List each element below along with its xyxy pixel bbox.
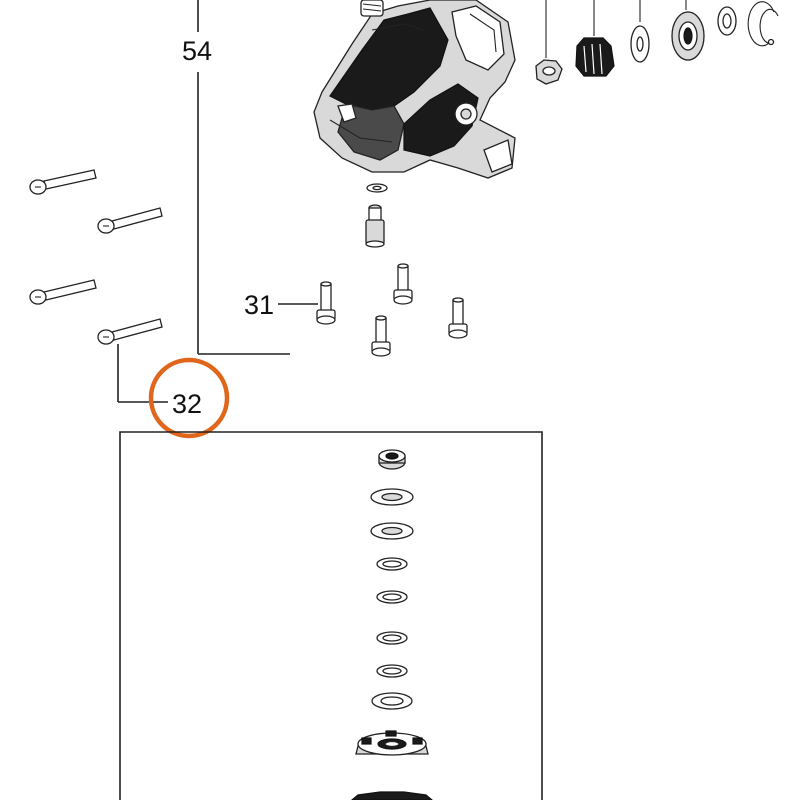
spacer-ring — [717, 6, 737, 36]
screws-31 — [316, 263, 468, 357]
clamping-flange — [355, 730, 429, 756]
gear-housing — [313, 0, 516, 179]
parts-kit-box — [119, 431, 543, 800]
kit-nut — [378, 449, 406, 470]
bolt-32-c — [29, 279, 97, 305]
highlight-ring — [148, 357, 230, 439]
retaining-clip — [747, 1, 779, 47]
ball-bearing — [671, 0, 705, 61]
screw-31-c — [448, 297, 468, 339]
bolt-32-b — [97, 207, 163, 234]
locking-pin — [365, 204, 385, 248]
kit-washer-1 — [370, 488, 414, 506]
screw-31-b — [393, 263, 413, 305]
bevel-gear-edge — [351, 791, 433, 800]
kit-washer-2 — [370, 522, 414, 540]
bolt-32-a — [29, 169, 97, 195]
bolts-32 — [29, 169, 163, 345]
kit-washer-3 — [376, 557, 408, 571]
small-washer — [366, 183, 388, 193]
screw-31-a — [316, 281, 336, 325]
callout-54[interactable]: 54 — [182, 36, 212, 66]
kit-parts-stack — [351, 449, 433, 800]
bolt-32-d — [97, 318, 163, 345]
washer-top — [630, 0, 650, 63]
kit-washer-4 — [376, 590, 408, 604]
callout-31[interactable]: 31 — [244, 290, 274, 320]
hex-nut — [535, 0, 563, 85]
leader-line-32 — [117, 344, 168, 403]
spring-part — [360, 0, 384, 17]
kit-washer-7 — [371, 692, 413, 710]
screw-31-d — [371, 315, 391, 357]
leader-line-54 — [197, 0, 290, 355]
callout-32[interactable]: 32 — [172, 389, 202, 419]
kit-washer-5 — [376, 631, 408, 645]
pinion-gear — [575, 0, 615, 77]
kit-washer-6 — [376, 664, 408, 678]
